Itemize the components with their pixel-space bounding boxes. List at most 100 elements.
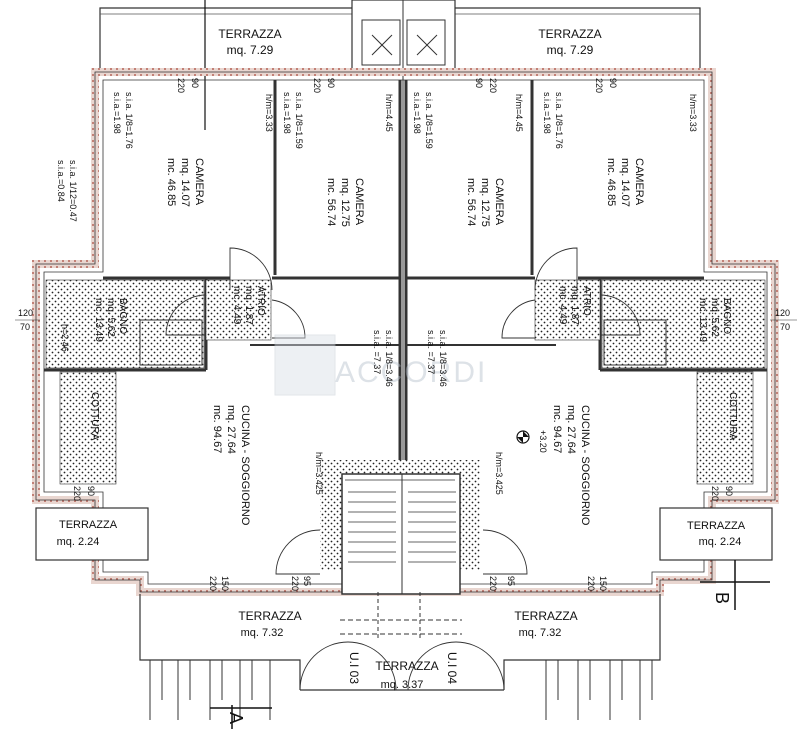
technical-annotations: s.i.a. 1/12=0.47 s.i.a.=0.84 s.i.a. 1/8=… [56, 92, 698, 495]
room-volume: mc. 46.85 [605, 158, 617, 206]
room-volume: mc. 4.49 [557, 286, 568, 325]
room-name: BAGNO [721, 298, 732, 334]
dim-text: 220 [176, 78, 186, 93]
height-text: h/m=3.33 [264, 94, 274, 132]
sia-text: s.i.a. =7.37 [372, 330, 382, 374]
terrace-area: mq. 7.32 [241, 627, 284, 639]
terrace-side-left: TERRAZZA mq. 2.24 [35, 507, 149, 561]
sia-text: s.i.a. 1/8=1.76 [554, 92, 564, 149]
dim-text: 220 [208, 576, 218, 591]
sia-text: s.i.a.=1.98 [112, 92, 122, 134]
section-a-label: A [226, 712, 246, 724]
dim-text: 220 [710, 486, 720, 501]
sia-text: s.i.a. 1/8=3.46 [438, 330, 448, 387]
room-area: mq. 5.62 [709, 298, 720, 337]
height-text: h/m=3.425 [314, 452, 324, 495]
room-name: ATRIO [581, 286, 592, 316]
stairwell [341, 473, 461, 640]
dim-text: 90 [190, 78, 200, 88]
terrace-area: mq. 7.29 [547, 43, 594, 57]
room-area: mq. 27.64 [565, 405, 577, 454]
dim-text: 95 [506, 576, 516, 586]
terrace-area: mq. 7.29 [227, 43, 274, 57]
terrace-top-left: TERRAZZA mq. 7.29 [99, 0, 352, 130]
room-name: CAMERA [493, 178, 505, 226]
room-name: CAMERA [193, 158, 205, 206]
terrace-area: mq. 3.37 [381, 679, 424, 691]
room-area: mq. 1.87 [243, 286, 254, 325]
room-volume: mc. 94.67 [211, 405, 223, 453]
sia-text: s.i.a.=1.98 [282, 92, 292, 134]
dim-text: 150 [220, 576, 230, 591]
terrace-label: TERRAZZA [538, 27, 601, 41]
dim-text: 220 [488, 576, 498, 591]
sia-text: s.i.a. =7.37 [426, 330, 436, 374]
level-text: +3.20 [538, 430, 548, 453]
dimension-labels: 120 70 120 70 220 90 220 90 90 220 220 9… [15, 78, 797, 591]
unit-label-right: U.I 04 [445, 652, 459, 684]
sia-text: s.i.a.=1.98 [412, 92, 422, 134]
room-area: mq. 27.64 [225, 405, 237, 454]
room-area: mq. 14.07 [179, 158, 191, 207]
height-text: h/m=3.425 [494, 452, 504, 495]
section-marks: A B [210, 560, 770, 729]
doors [165, 247, 641, 691]
ventilation-shafts [351, 0, 456, 460]
room-area: mq. 5.62 [105, 298, 116, 337]
height-text: h/m=3.33 [688, 94, 698, 132]
room-name: ATRIO [255, 286, 266, 316]
room-area: mq. 12.75 [339, 178, 351, 227]
dim-text: 220 [72, 486, 82, 501]
room-labels: CAMERA mq. 14.07 mc. 46.85 CAMERA mq. 14… [89, 158, 738, 526]
sia-text: s.i.a.=0.84 [56, 160, 66, 202]
room-volume: mc. 4.49 [231, 286, 242, 325]
terrace-area: mq. 2.24 [699, 536, 742, 548]
height-text: h/m=4.45 [384, 94, 394, 132]
dim-text: 220 [586, 576, 596, 591]
building-walls [32, 68, 779, 596]
terrace-top-right: TERRAZZA mq. 7.29 [455, 7, 701, 72]
room-name: CAMERA [353, 178, 365, 226]
dim-text: 70 [780, 322, 790, 332]
dim-text: 90 [724, 486, 734, 496]
sia-text: s.i.a. 1/8=3.46 [384, 330, 394, 387]
dim-text: 90 [86, 486, 96, 496]
dim-text: 220 [594, 78, 604, 93]
terrace-area: mq. 2.24 [57, 536, 100, 548]
room-area: mq. 12.75 [479, 178, 491, 227]
section-b-label: B [712, 592, 732, 604]
room-area: mq. 1.87 [569, 286, 580, 325]
terrace-label: TERRAZZA [375, 659, 438, 673]
sia-text: s.i.a.=1.98 [542, 92, 552, 134]
room-volume: mc. 94.67 [551, 405, 563, 453]
sia-text: s.i.a. 1/8=1.76 [124, 92, 134, 149]
dim-text: 220 [312, 78, 322, 93]
room-name: COTTURA [89, 392, 100, 441]
room-name: BAGNO [117, 298, 128, 334]
dim-text: 220 [290, 576, 300, 591]
terrace-label: TERRAZZA [59, 519, 118, 531]
room-area: mq. 14.07 [619, 158, 631, 207]
dim-text: 95 [302, 576, 312, 586]
dim-text: 150 [598, 576, 608, 591]
room-volume: mc. 56.74 [465, 178, 477, 226]
terrace-label: TERRAZZA [238, 609, 301, 623]
unit-label-left: U.I 03 [347, 652, 361, 684]
room-volume: mc. 56.74 [325, 178, 337, 226]
dim-text: 120 [18, 308, 33, 318]
watermark: ACCORDI [274, 334, 485, 396]
terrace-area: mq. 7.32 [519, 627, 562, 639]
terrace-label: TERRAZZA [514, 609, 577, 623]
dim-text: 120 [775, 308, 790, 318]
sia-text: s.i.a. 1/8=1.59 [294, 92, 304, 149]
height-text: h/m=4.45 [514, 94, 524, 132]
dim-text: 70 [20, 322, 30, 332]
dim-text: 90 [474, 78, 484, 88]
sia-text: s.i.a. 1/8=1.59 [424, 92, 434, 149]
room-volume: mc. 46.85 [165, 158, 177, 206]
room-volume: mc. 13.49 [93, 298, 104, 342]
room-name: CAMERA [633, 158, 645, 206]
terrace-side-right: TERRAZZA mq. 2.24 [659, 507, 773, 561]
room-name: CUCINA - SOGGIORNO [239, 405, 251, 526]
